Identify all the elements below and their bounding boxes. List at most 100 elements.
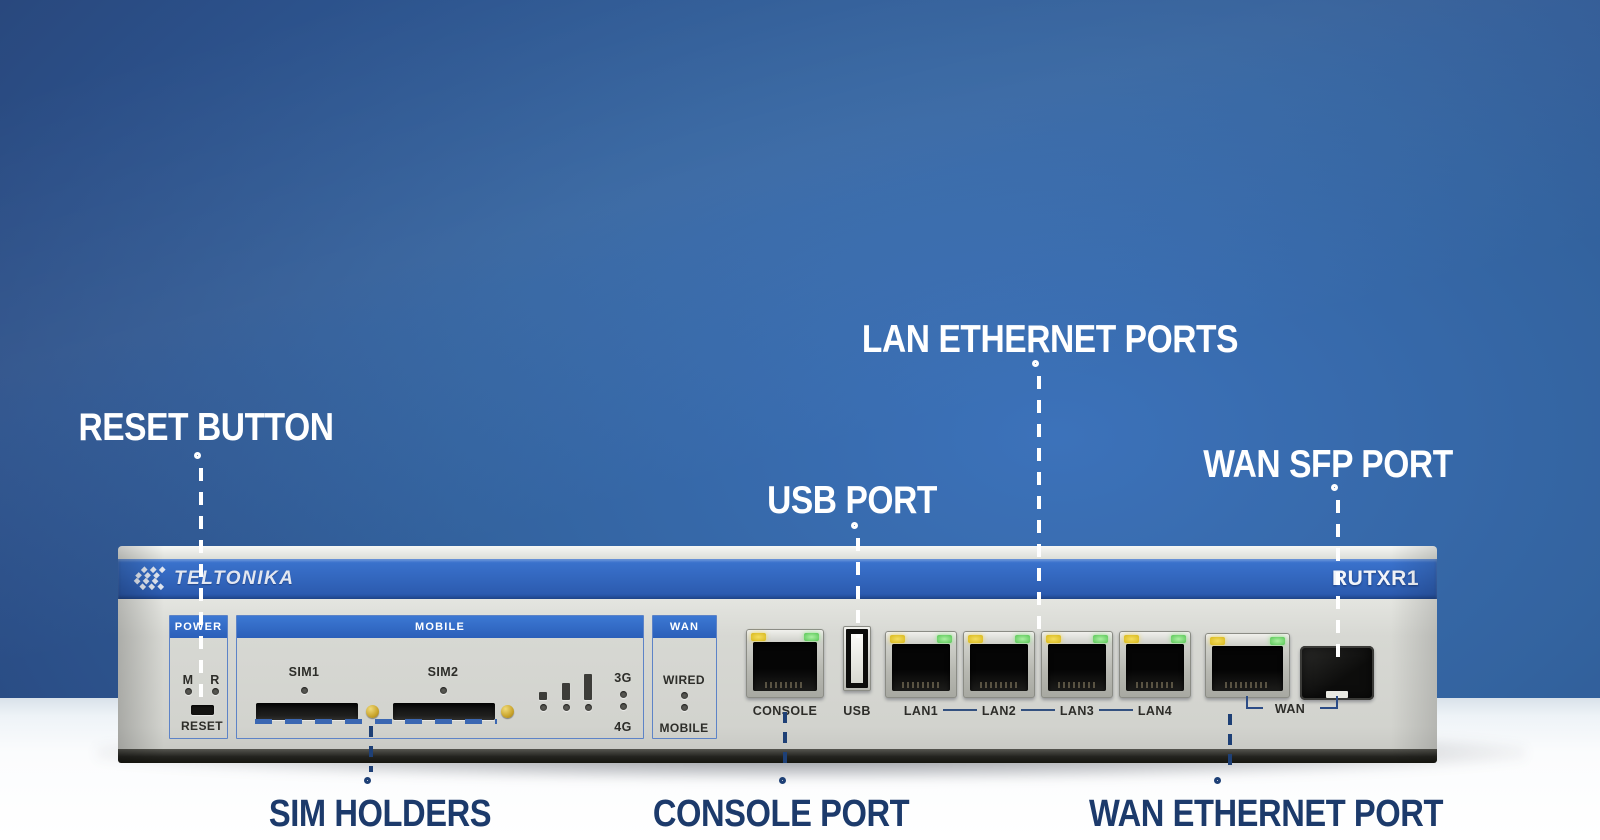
- wan-bracket: [1320, 707, 1338, 709]
- wan-bracket: [1246, 707, 1263, 709]
- led-dot: [211, 687, 219, 695]
- annotation-line: [856, 538, 860, 638]
- annotation-line: [255, 719, 497, 724]
- teltonika-logo: TELTONIKA: [132, 559, 294, 599]
- lan1-label: LAN1: [903, 704, 939, 718]
- annotation-lan-ethernet-ports: LAN ETHERNET PORTS: [861, 318, 1239, 361]
- sim1-holder: [256, 703, 358, 720]
- annotation-line: [369, 726, 373, 772]
- green-led: [804, 633, 819, 641]
- power-section-header: POWER: [170, 616, 227, 638]
- led-dot: [680, 703, 688, 711]
- lan3-label: LAN3: [1059, 704, 1095, 718]
- wan-bracket: [1336, 696, 1338, 709]
- lan2-port: [963, 631, 1035, 698]
- lan1-port: [885, 631, 957, 698]
- annotation-reset-button: RESET BUTTON: [78, 406, 334, 449]
- device-bottom-edge: [118, 749, 1437, 763]
- led-dot: [619, 702, 627, 710]
- led-dot: [300, 686, 308, 694]
- usb-port-label: USB: [843, 704, 871, 718]
- annotation-dot: [194, 452, 201, 459]
- led-dot: [680, 691, 688, 699]
- annotation-dot: [1032, 360, 1039, 367]
- annotation-dot: [1214, 777, 1221, 784]
- yellow-led: [1210, 637, 1225, 645]
- yellow-led: [968, 635, 983, 643]
- rj45-cavity: [1212, 646, 1283, 691]
- annotation-console-port: CONSOLE PORT: [652, 793, 910, 835]
- wan-bracket: [1246, 696, 1248, 709]
- led-label-m: M: [182, 673, 194, 687]
- brand-text: TELTONIKA: [174, 568, 295, 589]
- rj45-cavity: [1048, 644, 1106, 691]
- net-4g-label: 4G: [614, 720, 632, 734]
- rj45-cavity: [892, 644, 950, 691]
- reset-button: [191, 705, 214, 715]
- signal-bar-low: [539, 692, 547, 700]
- sim1-eject-button: [365, 704, 379, 718]
- yellow-led: [890, 635, 905, 643]
- rj45-cavity: [1126, 644, 1184, 691]
- console-port-label: CONSOLE: [752, 704, 818, 718]
- annotation-usb-port: USB PORT: [767, 479, 937, 522]
- usb-tongue: [851, 634, 863, 683]
- annotation-line: [199, 468, 203, 706]
- net-3g-label: 3G: [614, 671, 632, 685]
- label-connector-dash: [943, 709, 977, 711]
- led-dot: [439, 686, 447, 694]
- lan2-label: LAN2: [981, 704, 1017, 718]
- annotation-line: [1228, 714, 1232, 772]
- mobile-label: MOBILE: [659, 721, 709, 735]
- wan-port-label: WAN: [1274, 702, 1306, 716]
- annotation-dot: [364, 777, 371, 784]
- sim2-eject-button: [500, 704, 514, 718]
- led-dot: [539, 703, 547, 711]
- device-front-panel: POWER M R RESET MOBILE SIM1 SIM2: [118, 599, 1437, 749]
- sim1-label: SIM1: [288, 665, 320, 679]
- led-dot: [184, 687, 192, 695]
- wired-label: WIRED: [663, 673, 705, 687]
- green-led: [1171, 635, 1186, 643]
- teltonika-chevrons-icon: [132, 566, 166, 592]
- annotation-wan-ethernet-port: WAN ETHERNET PORT: [1089, 793, 1443, 835]
- annotation-line: [783, 712, 787, 772]
- yellow-led: [751, 633, 766, 641]
- lan4-label: LAN4: [1137, 704, 1173, 718]
- annotation-line: [1037, 376, 1041, 632]
- wan-section-header: WAN: [653, 616, 716, 638]
- annotation-line: [1336, 500, 1340, 665]
- mobile-section-header: MOBILE: [237, 616, 643, 638]
- wan-ethernet-port: [1205, 633, 1290, 698]
- annotation-dot: [779, 777, 786, 784]
- router-device: TELTONIKA RUTXR1 POWER M R RESET MOBILE …: [118, 546, 1437, 763]
- annotation-wan-sfp-port: WAN SFP PORT: [1203, 443, 1453, 486]
- annotation-dot: [1331, 484, 1338, 491]
- led-label-r: R: [210, 673, 220, 687]
- yellow-led: [1046, 635, 1061, 643]
- label-connector-dash: [1099, 709, 1133, 711]
- device-brand-strip: TELTONIKA RUTXR1: [118, 559, 1437, 599]
- console-port: [746, 629, 824, 698]
- annotation-sim-holders: SIM HOLDERS: [268, 793, 492, 835]
- signal-bar-high: [584, 674, 592, 700]
- rj45-cavity: [753, 642, 817, 691]
- lan3-port: [1041, 631, 1113, 698]
- led-dot: [562, 703, 570, 711]
- model-text: RUTXR1: [1331, 567, 1419, 590]
- led-dot: [584, 703, 592, 711]
- rj45-cavity: [970, 644, 1028, 691]
- mobile-section: MOBILE SIM1 SIM2 3G 4G: [236, 615, 644, 739]
- green-led: [1270, 637, 1285, 645]
- device-top-bevel: [118, 546, 1437, 559]
- led-dot: [619, 690, 627, 698]
- label-connector-dash: [1021, 709, 1055, 711]
- power-section: POWER M R RESET: [169, 615, 228, 739]
- sim2-holder: [393, 703, 495, 720]
- green-led: [1093, 635, 1108, 643]
- wan-indicator-section: WAN WIRED MOBILE: [652, 615, 717, 739]
- reset-label: RESET: [180, 719, 224, 733]
- signal-bar-mid: [562, 683, 570, 700]
- annotation-dot: [851, 522, 858, 529]
- green-led: [937, 635, 952, 643]
